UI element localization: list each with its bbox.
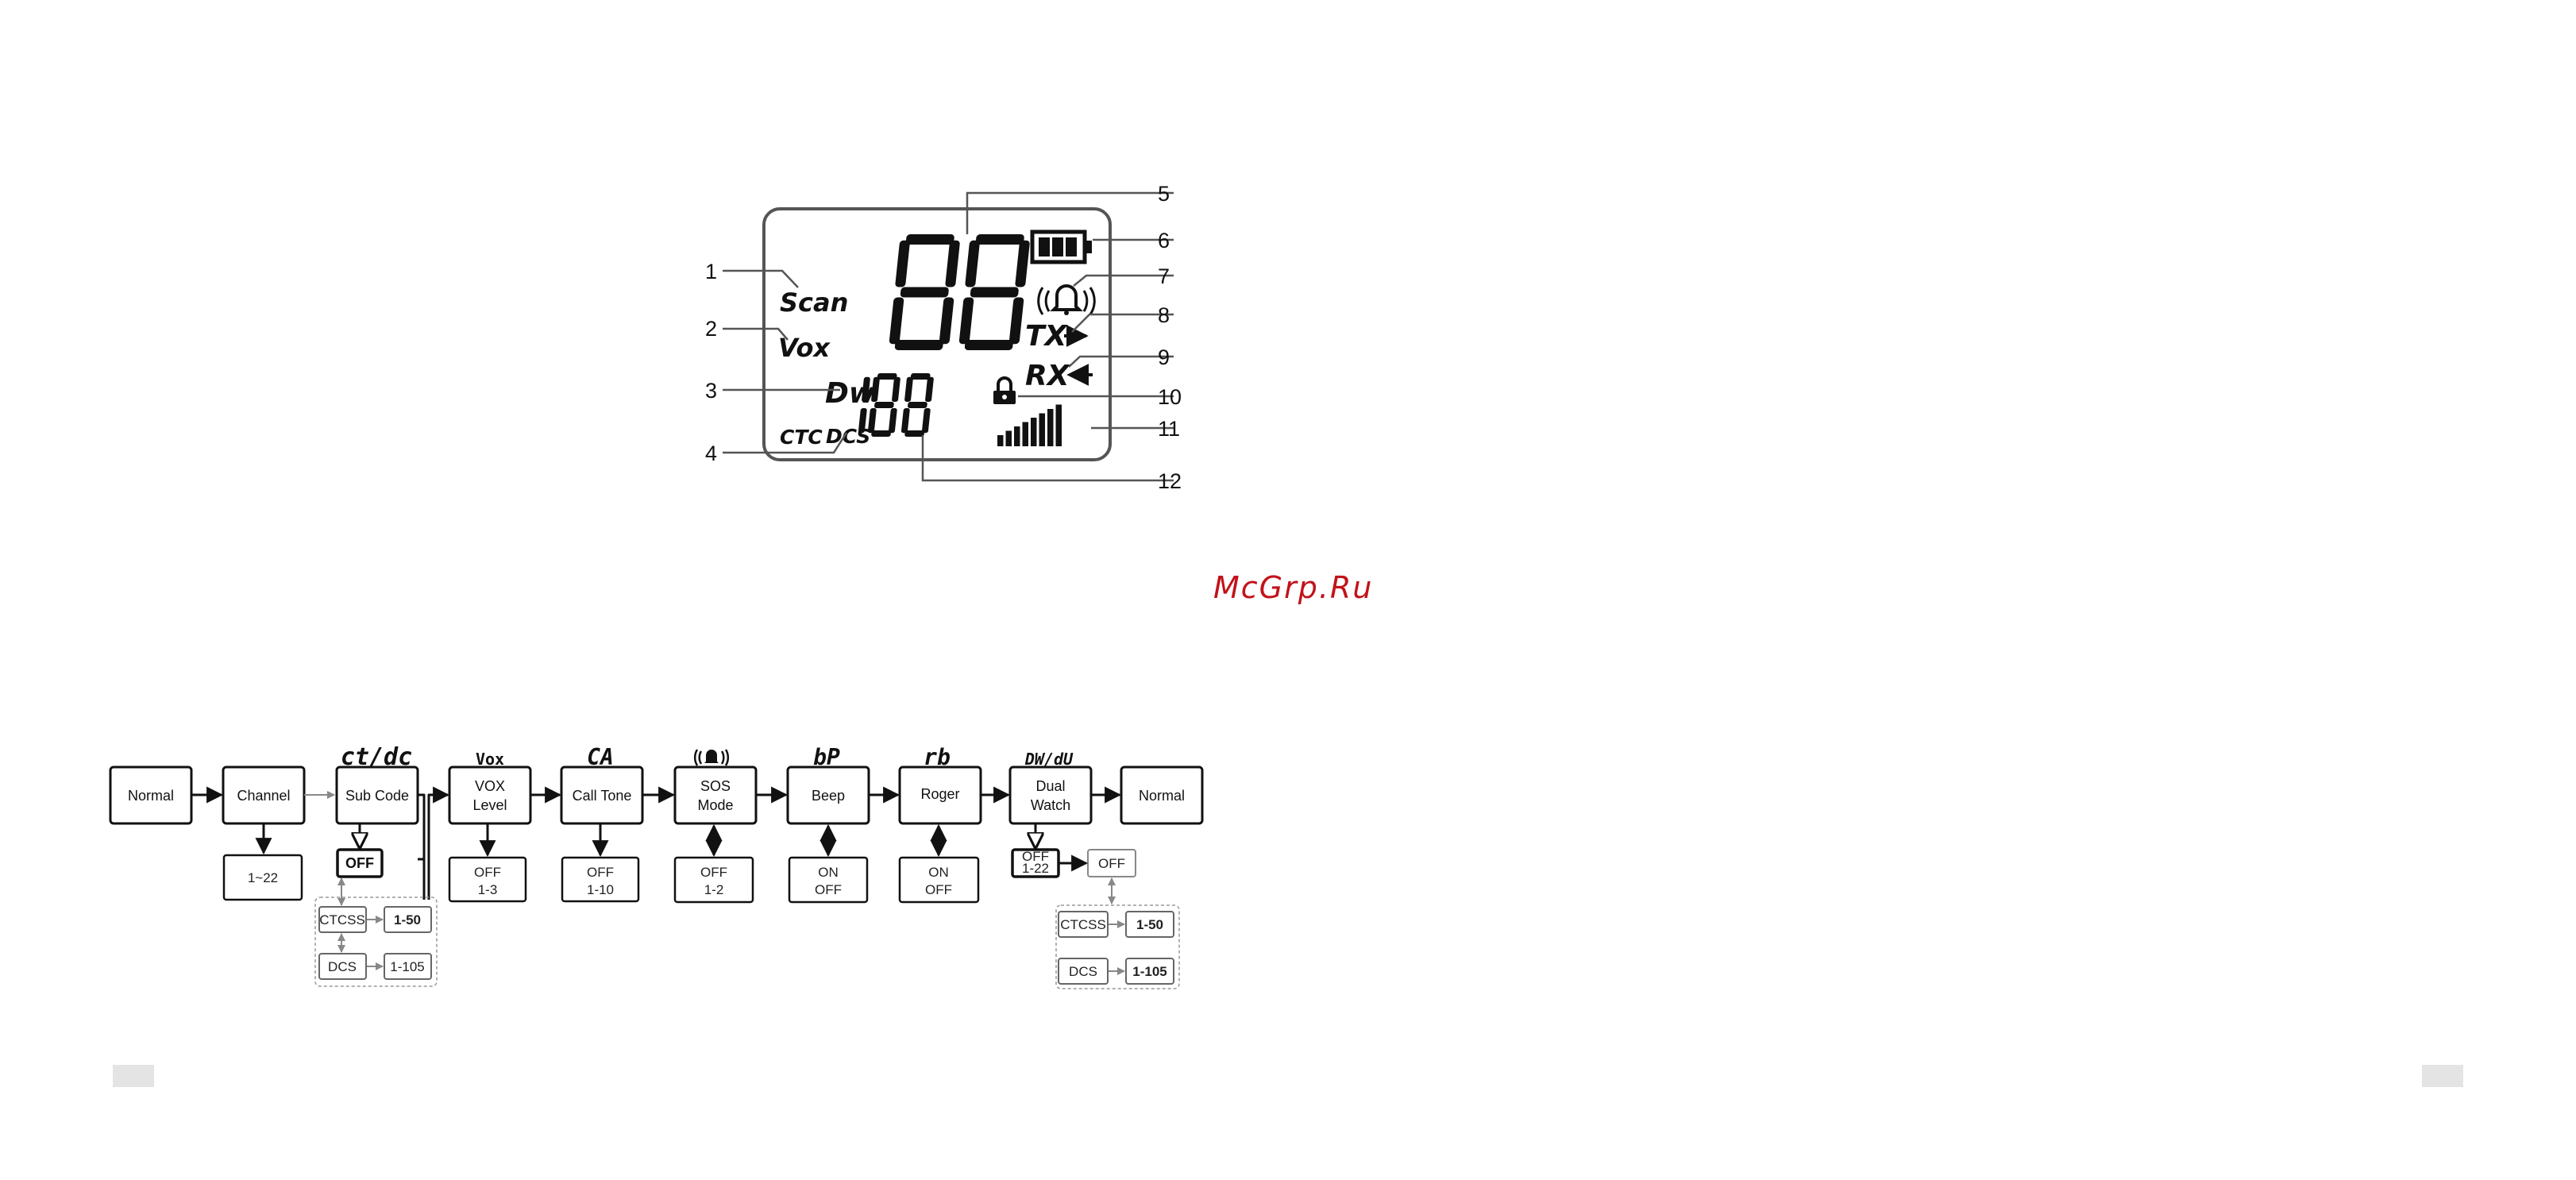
callout-7: 7 [1158, 264, 1170, 288]
segment-g [970, 287, 1019, 298]
dual-watch-label-1: Dual [1035, 778, 1065, 794]
beep-label: Beep [812, 788, 845, 804]
lcd-scan-label: Scan [780, 287, 848, 318]
callout-10: 10 [1158, 385, 1182, 409]
signal-bar-4 [1031, 418, 1037, 446]
callout-3: 3 [705, 379, 717, 403]
sos-option-2: 1-2 [704, 882, 724, 897]
sos-mode-box [675, 767, 756, 823]
callout-2: 2 [705, 317, 717, 341]
segment-g [908, 402, 927, 408]
callout-9: 9 [1158, 345, 1170, 369]
dual-watch-box [1010, 767, 1091, 823]
call-tone-option-1: OFF [587, 865, 614, 880]
lcd-dw-label: Dw [825, 377, 876, 410]
dual-watch-off-text: OFF [1098, 856, 1125, 871]
callout-6: 6 [1158, 229, 1170, 253]
vox-option-2: 1-3 [478, 882, 498, 897]
sub-code-ctcss-dcs-group: CTCSS 1-50 DCS 1-105 [315, 878, 437, 986]
lcd-tx-label: TX [1025, 320, 1069, 353]
segment-d [964, 340, 1013, 350]
lcd-rx-label: RX [1025, 360, 1071, 392]
signal-bar-1 [1006, 431, 1012, 447]
sos-mode-label-2: Mode [697, 797, 733, 813]
segment-g [874, 402, 894, 408]
ctcss-text-left: CTCSS [319, 912, 365, 927]
vox-level-label-1: VOX [475, 778, 505, 794]
call-tone-label: Call Tone [573, 788, 632, 804]
ctcss-text-right: CTCSS [1060, 917, 1106, 932]
dcs-text-left: DCS [328, 959, 357, 974]
dcs-text-right: DCS [1069, 964, 1097, 979]
call-tone-option-2: 1-10 [587, 882, 614, 897]
sub-code-label: Sub Code [345, 788, 409, 804]
signal-bar-0 [997, 435, 1004, 446]
sos-mode-label-1: SOS [700, 778, 731, 794]
roger-option-1: ON [928, 865, 949, 880]
callout-11: 11 [1158, 417, 1180, 441]
beep-option-2: OFF [815, 882, 842, 897]
lcd-ctc-label: CTC [780, 426, 823, 449]
segment-g [900, 287, 949, 298]
channel-option-text: 1~22 [248, 870, 278, 885]
segment-a [975, 234, 1024, 245]
segment-d [894, 340, 943, 350]
header-dual-watch: DW/dU [1024, 750, 1074, 769]
header-vox: Vox [476, 750, 504, 769]
callout-12: 12 [1158, 469, 1182, 493]
roger-option-2: OFF [925, 882, 952, 897]
signal-bar-7 [1056, 405, 1062, 447]
dcs-range-right: 1-105 [1132, 964, 1167, 979]
signal-bar-6 [1047, 409, 1054, 446]
callout-5: 5 [1158, 182, 1170, 206]
lcd-display: Scan Vox Dw CTC DCS TX RX [705, 182, 1182, 493]
signal-bar-2 [1014, 426, 1020, 446]
sub-code-off-text: OFF [345, 855, 374, 871]
dual-watch-small-2: 1-22 [1022, 861, 1049, 876]
signal-bar-5 [1039, 414, 1046, 447]
vox-option-1: OFF [474, 865, 501, 880]
channel-label: Channel [237, 788, 290, 804]
header-sos-icon [695, 750, 728, 765]
dual-watch-ctcss-dcs-group: CTCSS 1-50 DCS 1-105 [1056, 878, 1179, 989]
ctcss-range-left: 1-50 [394, 912, 421, 927]
lcd-dcs-label: DCS [826, 425, 870, 448]
callout-1: 1 [705, 260, 717, 283]
roger-label: Roger [920, 786, 959, 802]
segment-a [905, 234, 954, 245]
signal-bar-3 [1023, 422, 1029, 447]
sos-option-1: OFF [700, 865, 727, 880]
normal-end-label: Normal [1139, 788, 1185, 804]
dcs-range-left: 1-105 [390, 959, 424, 974]
ctcss-range-right: 1-50 [1136, 917, 1163, 932]
vox-level-label-2: Level [472, 797, 507, 813]
vox-level-box [449, 767, 530, 823]
callout-8: 8 [1158, 303, 1170, 327]
beep-option-1: ON [818, 865, 839, 880]
menu-flow-diagram: ct/dc Vox CA bP rb DW/dU Normal Channel [110, 743, 1202, 989]
callout-4: 4 [705, 442, 717, 465]
normal-start-label: Normal [128, 788, 174, 804]
dual-watch-label-2: Watch [1031, 797, 1070, 813]
